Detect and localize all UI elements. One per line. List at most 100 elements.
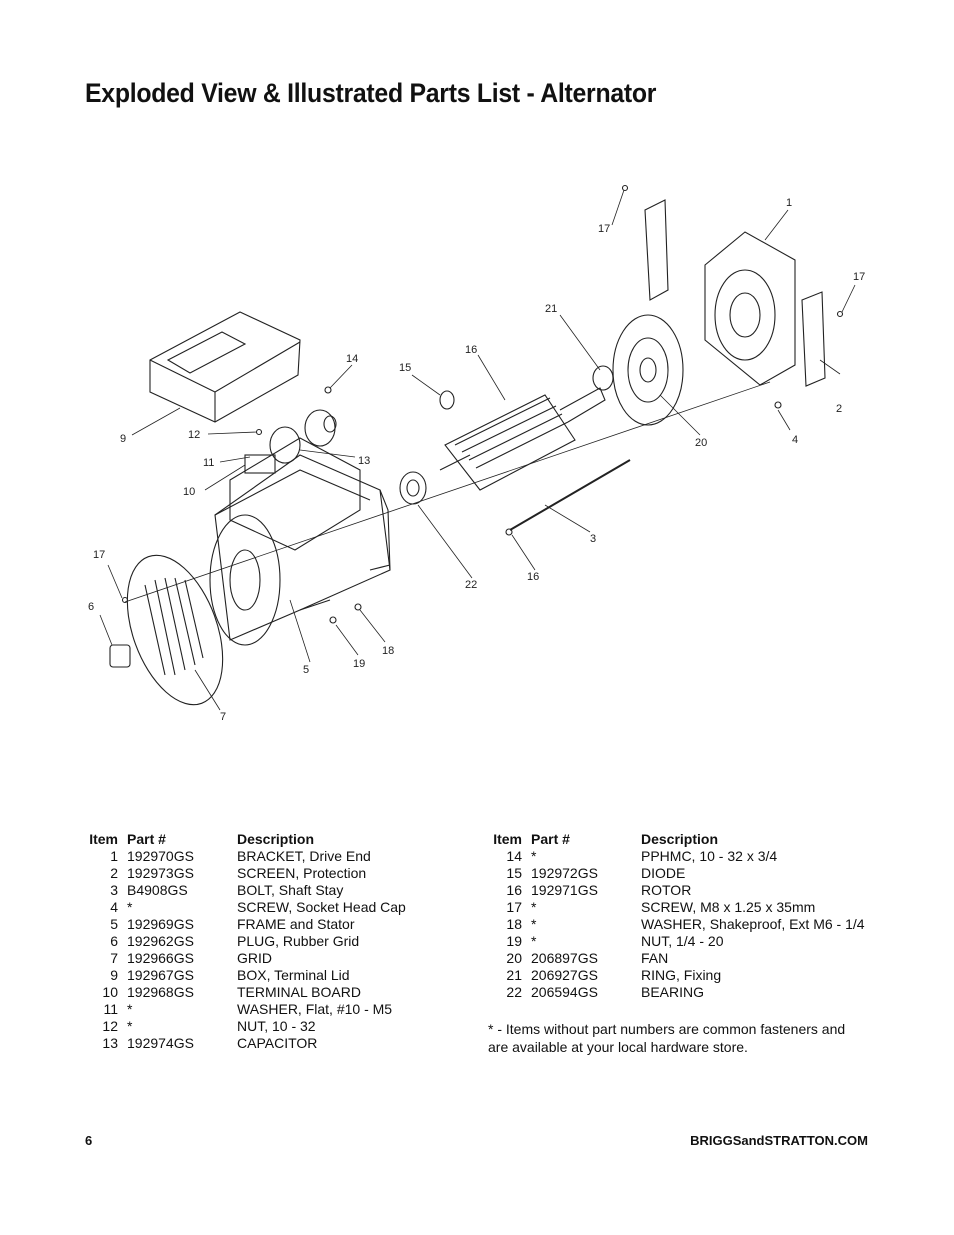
part-description: TERMINAL BOARD — [237, 984, 361, 1000]
part-description: CAPACITOR — [237, 1035, 318, 1051]
part-description: BOX, Terminal Lid — [237, 967, 350, 983]
part-description: FAN — [641, 950, 669, 966]
item-number: 11 — [103, 1001, 118, 1017]
part-number: * — [127, 1001, 133, 1017]
item-number: 21 — [506, 967, 522, 983]
part-description: SCREW, M8 x 1.25 x 35mm — [641, 899, 816, 915]
part-number: 192971GS — [531, 882, 598, 898]
part-number: 206897GS — [531, 950, 598, 966]
leader-lines — [99, 189, 856, 711]
diagram-callouts: 1 2 3 4 5 6 7 9 10 11 12 13 14 15 16 16 … — [88, 197, 865, 723]
callout: 9 — [120, 433, 126, 445]
part-number: 192966GS — [127, 950, 194, 966]
part-description: PLUG, Rubber Grid — [237, 933, 360, 949]
callout: 4 — [792, 434, 798, 446]
part-number: 192969GS — [127, 916, 194, 932]
callout: 21 — [545, 303, 557, 315]
callout: 17 — [93, 549, 105, 561]
part-number: * — [531, 899, 537, 915]
capacitors — [269, 409, 337, 464]
table-row: 17 * SCREW, M8 x 1.25 x 35mm — [493, 899, 865, 916]
grid-part — [126, 554, 224, 706]
header-description: Description — [641, 831, 719, 847]
part-number: * — [127, 1018, 133, 1034]
item-number: 16 — [506, 882, 522, 898]
rotor — [439, 387, 606, 491]
table-row: 20 206897GS FAN — [493, 950, 865, 967]
part-description: GRID — [237, 950, 272, 966]
callout: 17 — [598, 223, 610, 235]
page-title: Exploded View & Illustrated Parts List -… — [85, 78, 657, 108]
item-number: 17 — [506, 899, 522, 915]
item-number: 6 — [110, 933, 118, 949]
item-number: 20 — [506, 950, 522, 966]
item-number: 9 — [110, 967, 118, 983]
part-description: DIODE — [641, 865, 686, 881]
callout: 10 — [183, 486, 195, 498]
diode — [439, 390, 455, 410]
callout: 15 — [399, 362, 411, 374]
part-number: * — [531, 848, 537, 864]
item-number: 1 — [110, 848, 118, 864]
header-item: Item — [89, 831, 118, 847]
part-number: B4908GS — [127, 882, 188, 898]
fastener-note: * - Items without part numbers are commo… — [488, 1021, 846, 1055]
item-number: 14 — [506, 848, 522, 864]
callout: 18 — [382, 645, 394, 657]
callout: 17 — [853, 271, 865, 283]
table-row: 9 192967GS BOX, Terminal Lid — [88, 967, 406, 984]
part-description: NUT, 10 - 32 — [237, 1018, 316, 1034]
callout: 2 — [836, 403, 842, 415]
part-number: 192974GS — [127, 1035, 194, 1051]
callout: 5 — [303, 664, 309, 676]
part-description: BEARING — [641, 984, 705, 1000]
bracket-drive-end — [704, 231, 796, 386]
rubber-plug — [109, 644, 131, 668]
terminal-lid-box — [149, 311, 301, 423]
table-row: 13 192974GS CAPACITOR — [88, 1035, 406, 1052]
table-row: 19 * NUT, 1/4 - 20 — [493, 933, 865, 950]
item-number: 2 — [110, 865, 118, 881]
bearing — [399, 471, 427, 505]
part-description: FRAME and Stator — [237, 916, 355, 932]
header-item: Item — [493, 831, 522, 847]
callout: 7 — [220, 711, 226, 723]
shaft-stay-bolt — [509, 459, 631, 531]
axis-line — [124, 381, 771, 603]
website-footer: BRIGGSandSTRATTON.COM — [690, 1133, 868, 1148]
item-number: 19 — [506, 933, 522, 949]
fasteners — [121, 184, 844, 624]
callout: 12 — [188, 429, 200, 441]
part-number: * — [531, 933, 537, 949]
parts-table-right: Item Part # Description 14*PPHMC, 10 - 3… — [493, 831, 865, 1001]
part-description: NUT, 1/4 - 20 — [641, 933, 724, 949]
item-number: 4 — [110, 899, 118, 915]
part-number: 192972GS — [531, 865, 598, 881]
item-number: 13 — [102, 1035, 118, 1051]
protection-screens — [644, 199, 826, 387]
callout: 14 — [346, 353, 358, 365]
callout: 1 — [786, 197, 792, 209]
table-row: 14*PPHMC, 10 - 32 x 3/4 — [493, 848, 865, 865]
table-row: 18*WASHER, Shakeproof, Ext M6 - 1/4 — [493, 916, 864, 933]
item-number: 15 — [506, 865, 522, 881]
table-row: 12*NUT, 10 - 32 — [88, 1018, 406, 1035]
page-number: 6 — [85, 1133, 93, 1148]
part-number: 206927GS — [531, 967, 598, 983]
callout: 16 — [465, 344, 477, 356]
part-number: 192967GS — [127, 967, 194, 983]
terminal-board — [244, 454, 276, 474]
part-description: RING, Fixing — [641, 967, 722, 983]
callout: 16 — [527, 571, 539, 583]
table-row: 21 206927GS RING, Fixing — [493, 967, 865, 984]
callout: 19 — [353, 658, 365, 670]
